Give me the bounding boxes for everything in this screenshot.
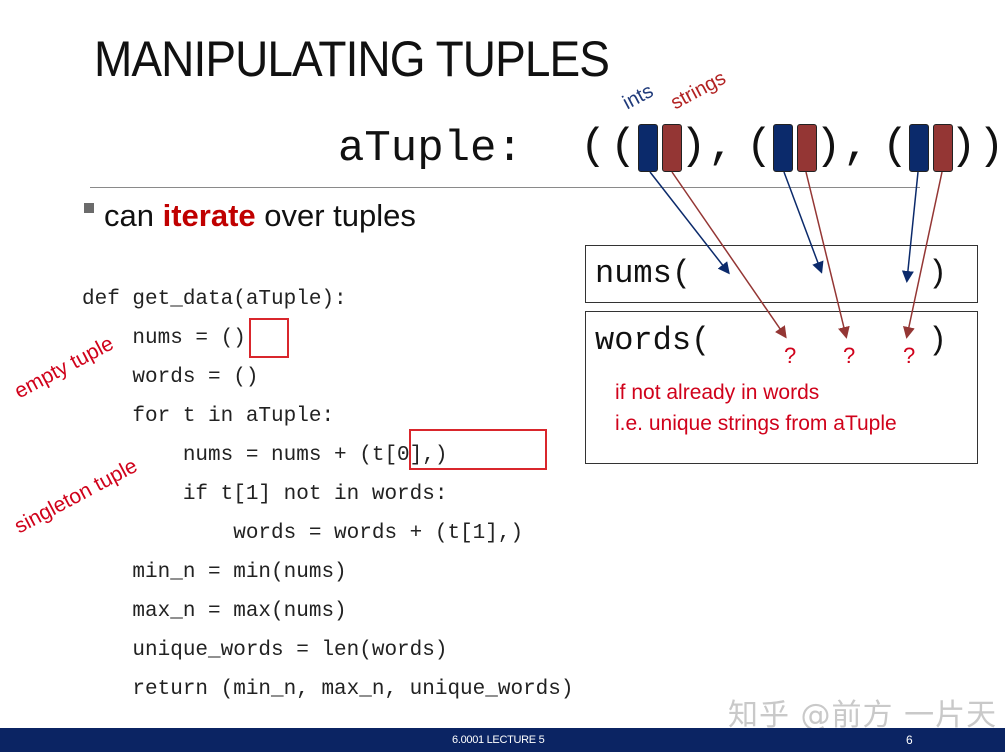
outer-open-paren: ( [580, 122, 607, 172]
code-line: min_n = min(nums) [82, 561, 347, 584]
code-line: words = () [82, 366, 259, 389]
comma-2: , [843, 122, 870, 172]
code-line: nums = () [82, 327, 246, 350]
words-placeholder-1: ? [784, 343, 797, 368]
nums-box-close: ) [928, 255, 948, 292]
footer-page-number: 6 [906, 733, 913, 747]
tuple2-str-element [797, 124, 817, 172]
code-line: words = words + (t[1],) [82, 522, 524, 545]
tuple3-str-element [933, 124, 953, 172]
tuple2-int-element [773, 124, 793, 172]
bullet-text-pre: can [104, 198, 163, 233]
code-line: def get_data(aTuple): [82, 288, 347, 311]
words-placeholder-3: ? [903, 343, 916, 368]
bullet-square-icon [84, 202, 94, 213]
strings-label: strings [667, 67, 730, 115]
empty-tuple-highlight-box [249, 318, 289, 358]
code-line: unique_words = len(words) [82, 639, 448, 662]
words-note-line2: i.e. unique strings from aTuple [615, 412, 897, 435]
code-line: max_n = max(nums) [82, 600, 347, 623]
tuple3-int-element [909, 124, 929, 172]
tuple2-open-paren: ( [746, 122, 773, 172]
footer-course: 6.0001 LECTURE 5 [452, 734, 545, 746]
words-note-line1: if not already in words [615, 381, 820, 404]
title-divider [90, 187, 920, 188]
bullet-highlight: iterate [162, 198, 256, 233]
comma-1: , [708, 122, 735, 172]
tuple1-close-paren: ) [680, 122, 707, 172]
code-line: for t in aTuple: [82, 405, 335, 428]
tuple3-open-paren: ( [882, 122, 909, 172]
code-line: return (min_n, max_n, unique_words) [82, 678, 574, 701]
words-box-label: words( [595, 322, 711, 359]
words-placeholder-2: ? [843, 343, 856, 368]
slide-title: MANIPULATING TUPLES [94, 31, 610, 87]
tuple3-close-paren: ) [950, 122, 977, 172]
atuple-label: aTuple: [338, 124, 523, 174]
words-box-close: ) [928, 322, 948, 359]
footer-bar: 6.0001 LECTURE 5 6 [0, 728, 1005, 752]
ints-label: ints [619, 80, 658, 115]
nums-box-label: nums( [595, 255, 692, 292]
watermark: 知乎 @前方 一片天 [728, 698, 998, 733]
tuple1-str-element [662, 124, 682, 172]
tuple1-open-paren: ( [610, 122, 637, 172]
singleton-tuple-highlight-box [409, 429, 547, 470]
tuple2-close-paren: ) [815, 122, 842, 172]
code-line: if t[1] not in words: [82, 483, 448, 506]
tuple1-int-element [638, 124, 658, 172]
code-line: nums = nums + (t[0],) [82, 444, 448, 467]
outer-close-paren: ) [978, 122, 1005, 172]
bullet-iterate: can iterate over tuples [84, 198, 416, 234]
code-block: def get_data(aTuple): nums = () words = … [82, 280, 573, 709]
bullet-text-post: over tuples [255, 198, 416, 233]
